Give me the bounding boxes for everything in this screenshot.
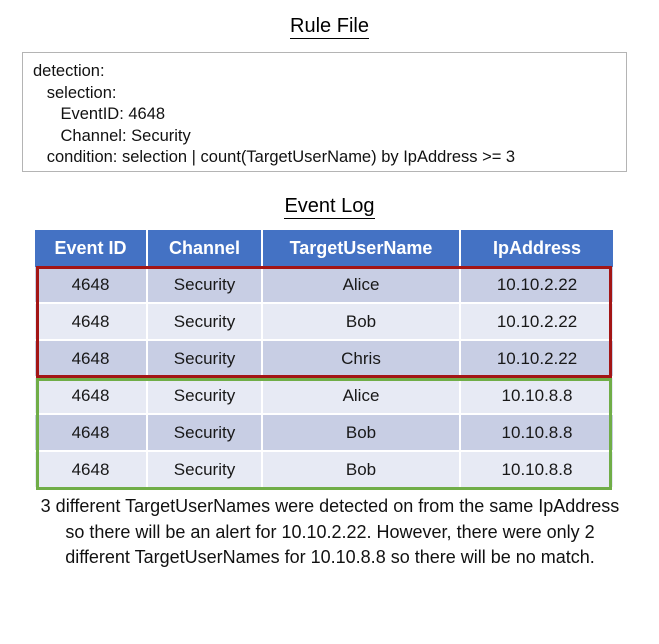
cell-event-id: 4648	[35, 304, 148, 341]
rule-file-box: detection: selection: EventID: 4648 Chan…	[22, 52, 627, 172]
cell-ip-address: 10.10.2.22	[461, 341, 613, 378]
cell-target-user-name: Chris	[263, 341, 461, 378]
cell-ip-address: 10.10.2.22	[461, 267, 613, 304]
cell-event-id: 4648	[35, 415, 148, 452]
rule-line-selection: selection:	[33, 83, 117, 102]
event-log-table-wrap: Event ID Channel TargetUserName IpAddres…	[35, 230, 613, 489]
cell-event-id: 4648	[35, 267, 148, 304]
table-row: 4648 Security Bob 10.10.8.8	[35, 415, 613, 452]
column-header-event-id: Event ID	[35, 230, 148, 267]
rule-line-detection: detection:	[33, 62, 105, 80]
cell-event-id: 4648	[35, 378, 148, 415]
event-log-title: Event Log	[0, 194, 659, 219]
rule-line-eventid: EventID: 4648	[33, 105, 166, 123]
cell-channel: Security	[148, 267, 263, 304]
table-row: 4648 Security Bob 10.10.8.8	[35, 452, 613, 489]
cell-ip-address: 10.10.8.8	[461, 378, 613, 415]
cell-target-user-name: Alice	[263, 267, 461, 304]
table-row: 4648 Security Alice 10.10.8.8	[35, 378, 613, 415]
cell-ip-address: 10.10.2.22	[461, 304, 613, 341]
cell-channel: Security	[148, 304, 263, 341]
event-log-table: Event ID Channel TargetUserName IpAddres…	[35, 230, 613, 489]
cell-target-user-name: Bob	[263, 304, 461, 341]
cell-event-id: 4648	[35, 452, 148, 489]
cell-event-id: 4648	[35, 341, 148, 378]
rule-file-title: Rule File	[0, 14, 659, 39]
cell-target-user-name: Bob	[263, 415, 461, 452]
table-row: 4648 Security Chris 10.10.2.22	[35, 341, 613, 378]
table-header-row: Event ID Channel TargetUserName IpAddres…	[35, 230, 613, 267]
cell-channel: Security	[148, 415, 263, 452]
event-log-table-header: Event ID Channel TargetUserName IpAddres…	[35, 230, 613, 267]
rule-line-channel: Channel: Security	[33, 126, 191, 145]
cell-target-user-name: Alice	[263, 378, 461, 415]
table-row: 4648 Security Bob 10.10.2.22	[35, 304, 613, 341]
explanation-caption: 3 different TargetUserNames were detecte…	[40, 496, 620, 567]
event-log-title-text: Event Log	[284, 195, 375, 219]
rule-file-title-text: Rule File	[290, 15, 369, 39]
cell-channel: Security	[148, 341, 263, 378]
column-header-ip-address: IpAddress	[461, 230, 613, 267]
cell-channel: Security	[148, 452, 263, 489]
rule-line-condition: condition: selection | count(TargetUserN…	[33, 148, 516, 166]
cell-ip-address: 10.10.8.8	[461, 452, 613, 489]
event-log-table-body: 4648 Security Alice 10.10.2.22 4648 Secu…	[35, 267, 613, 489]
cell-target-user-name: Bob	[263, 452, 461, 489]
column-header-target-user-name: TargetUserName	[263, 230, 461, 267]
table-row: 4648 Security Alice 10.10.2.22	[35, 267, 613, 304]
column-header-channel: Channel	[148, 230, 263, 267]
cell-ip-address: 10.10.8.8	[461, 415, 613, 452]
cell-channel: Security	[148, 378, 263, 415]
